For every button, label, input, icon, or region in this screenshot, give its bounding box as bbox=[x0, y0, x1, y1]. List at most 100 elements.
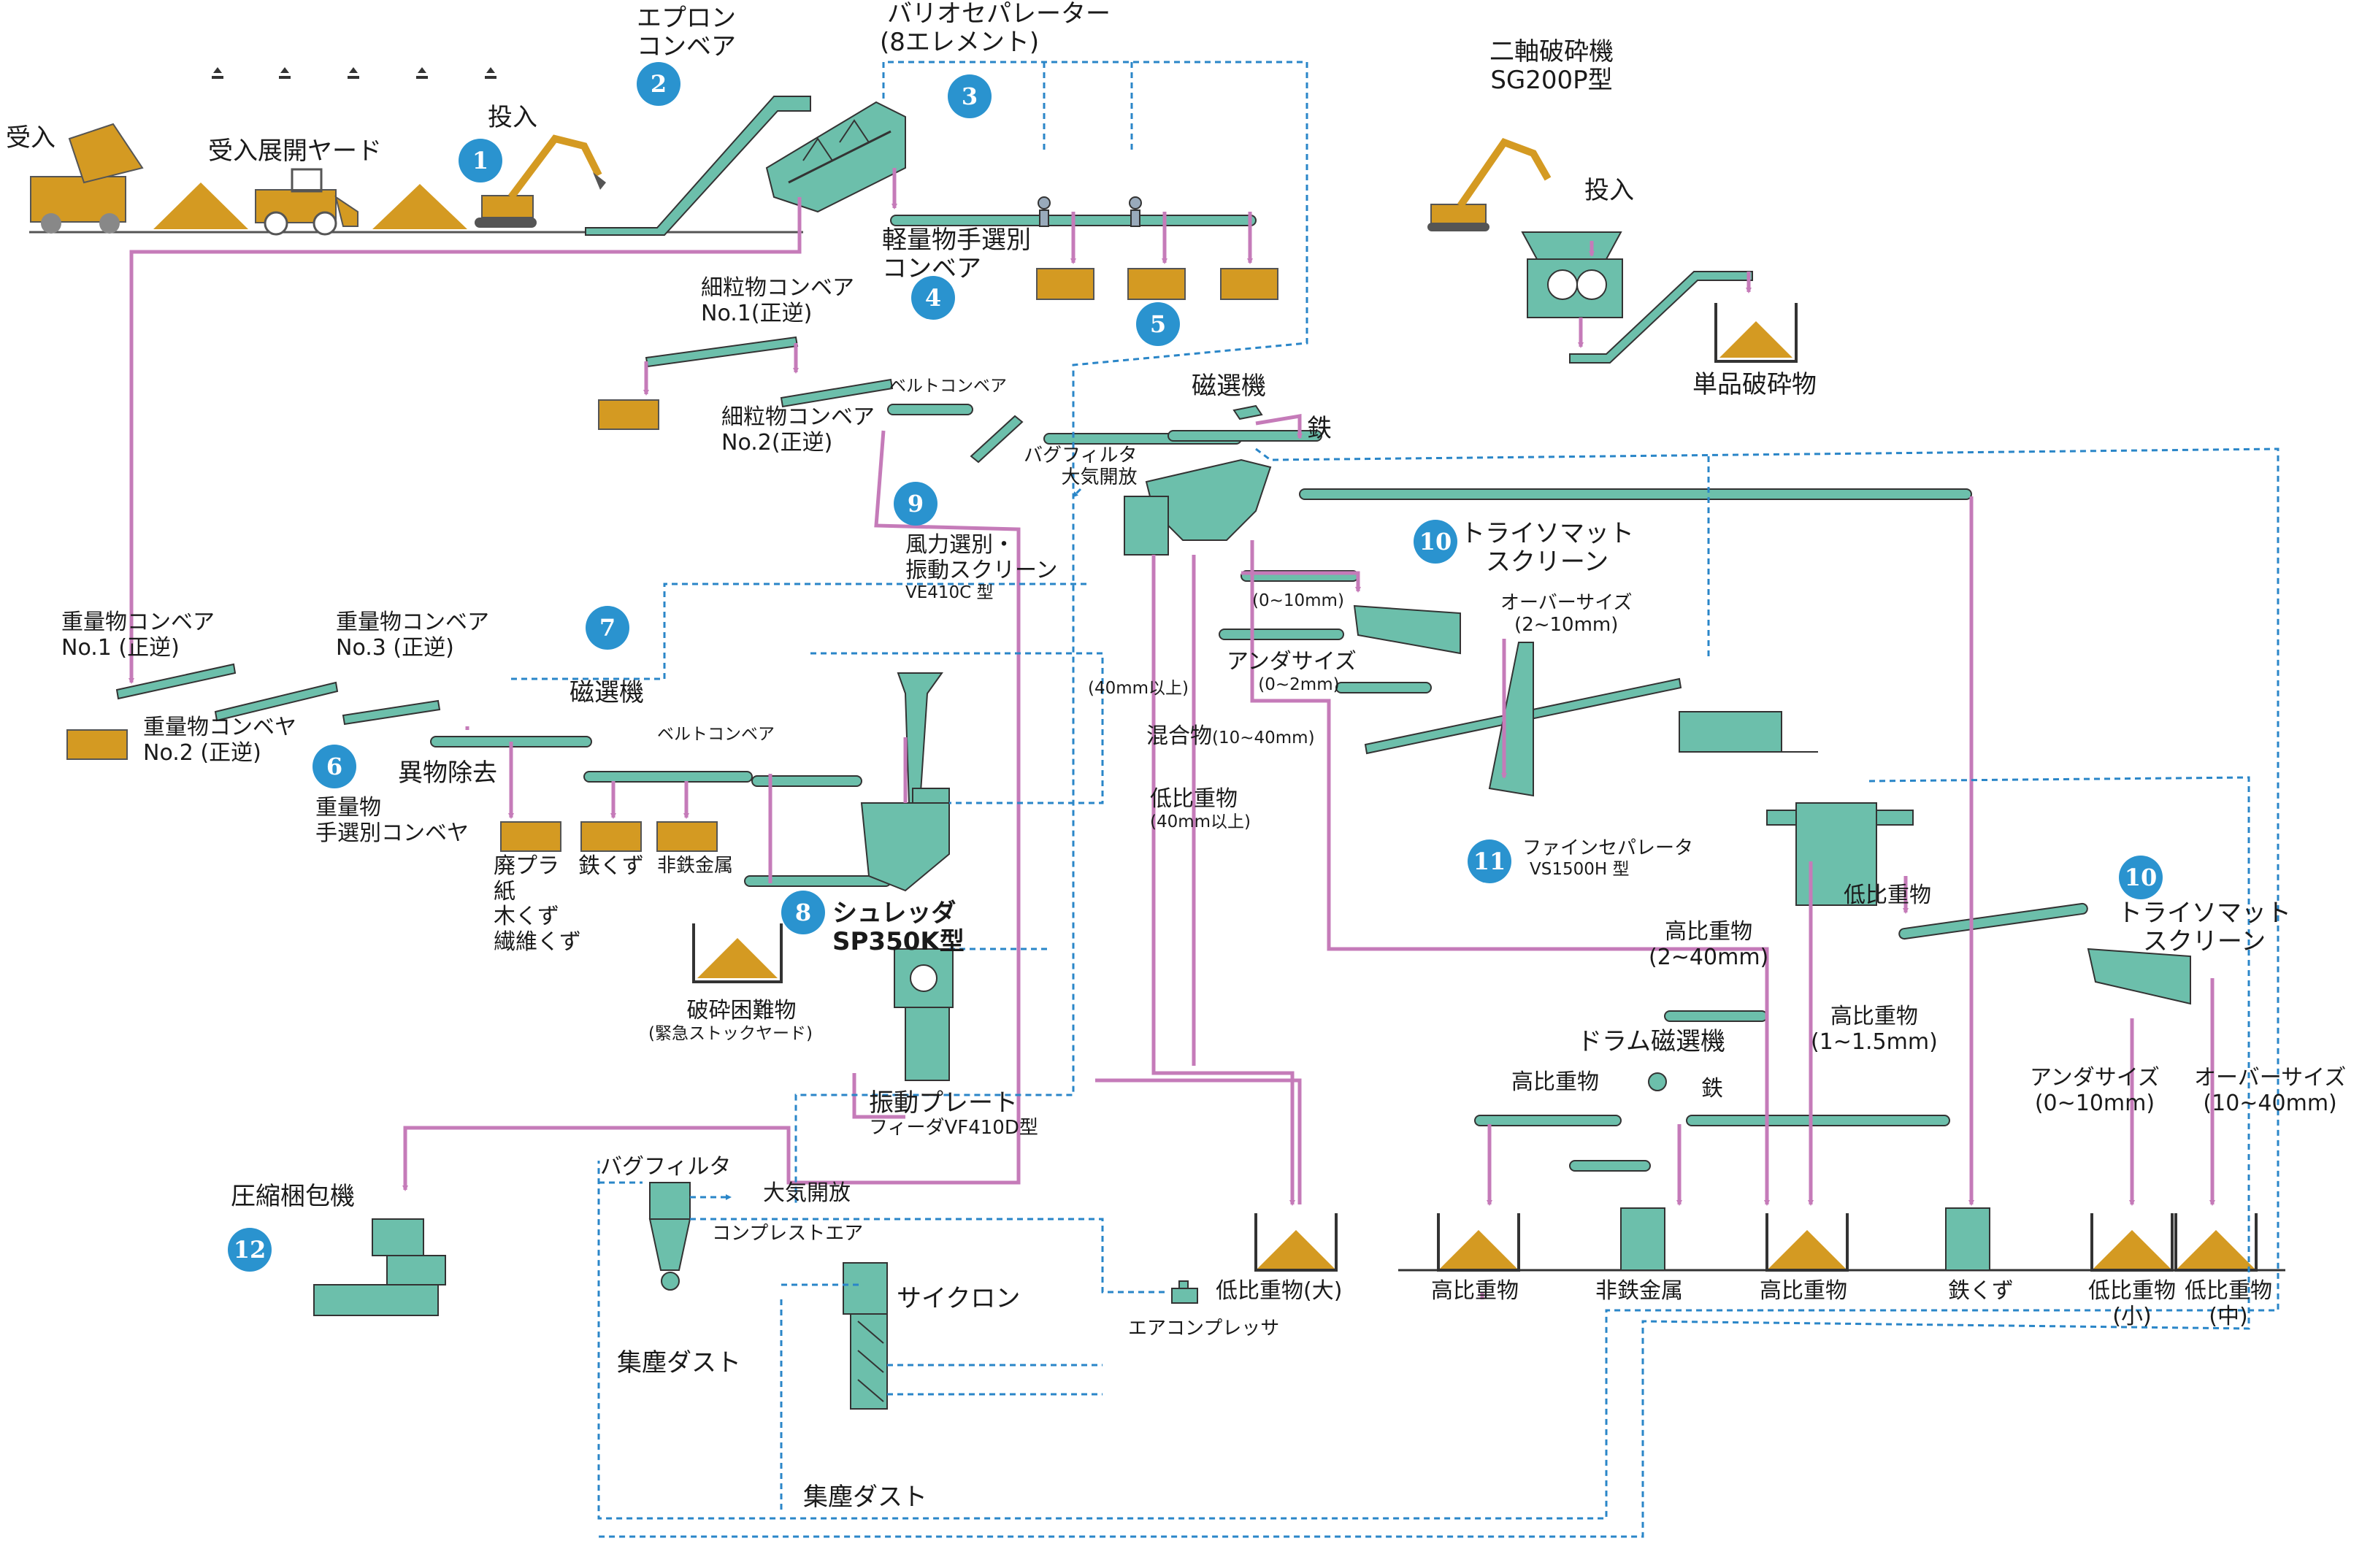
step-badge-10: 10 bbox=[1414, 520, 1457, 564]
biaxial-shredder bbox=[1521, 231, 1753, 364]
bag-filter bbox=[648, 1182, 691, 1291]
label-vario: バリオセパレーター(8エレメント) bbox=[880, 0, 1111, 58]
label-high-density-3: 高比重物 bbox=[1511, 1069, 1599, 1095]
label-air-compressor: エアコンプレッサ bbox=[1128, 1318, 1280, 1340]
step-badge-9: 9 bbox=[894, 482, 937, 526]
label-baler: 圧縮梱包機 bbox=[231, 1182, 355, 1211]
label-output-low-medium: 低比重物(中) bbox=[2185, 1278, 2272, 1329]
label-trommel-2: トライソマットスクリーン bbox=[2117, 899, 2291, 957]
label-heavy-sorting: 重量物手選別コンベヤ bbox=[315, 795, 469, 846]
label-output-scrap-iron: 鉄くず bbox=[1948, 1278, 2014, 1304]
wind-vibrating-screen bbox=[1124, 404, 1322, 556]
dump-truck-icon bbox=[30, 123, 144, 234]
drum-magnetic-separator bbox=[1474, 1010, 1950, 1172]
label-dust-2: 集塵ダスト bbox=[803, 1483, 927, 1512]
label-bag-filter-1: バグフィルタ大気開放 bbox=[1024, 445, 1138, 488]
long-conveyor bbox=[1299, 488, 1972, 500]
label-dust-1: 集塵ダスト bbox=[617, 1348, 741, 1377]
cyclone bbox=[843, 1262, 888, 1410]
worker-icon bbox=[1038, 196, 1142, 227]
label-waste-plastic: 廃プラ紙木くず繊維くず bbox=[494, 853, 581, 955]
vario-separator bbox=[765, 101, 906, 213]
step-badge-1: 1 bbox=[459, 139, 502, 182]
step-badge-11: 11 bbox=[1468, 839, 1511, 883]
label-high-density-1: 高比重物(2~40mm) bbox=[1649, 919, 1769, 970]
label-vibrating-plate: 振動プレートフィーダVF410D型 bbox=[869, 1088, 1038, 1140]
label-ukeire: 受入 bbox=[6, 123, 55, 153]
collection-bins bbox=[66, 268, 1278, 852]
label-low-density-2: 低比重物 bbox=[1844, 883, 1931, 908]
label-oversize-1: オーバーサイズ(2~10mm) bbox=[1500, 592, 1633, 636]
excavator-icon bbox=[475, 134, 606, 228]
fine-separator bbox=[1679, 711, 1914, 906]
label-bag-filter-2: バグフィルタ bbox=[600, 1154, 732, 1180]
label-compressed-air: コンプレストエア bbox=[712, 1223, 864, 1245]
step-badge-7: 7 bbox=[586, 606, 629, 650]
heavy-conveyors bbox=[115, 663, 891, 887]
crushed-product-pile bbox=[1714, 303, 1798, 363]
label-oversize-2: オーバーサイズ(10~40mm) bbox=[2194, 1065, 2347, 1116]
label-single-product: 単品破砕物 bbox=[1692, 370, 1817, 399]
label-mixture: 混合物(10~40mm) bbox=[1146, 723, 1315, 749]
step-badge-4: 4 bbox=[911, 276, 955, 320]
label-tounyu: 投入 bbox=[488, 103, 537, 132]
excavator-icon bbox=[1427, 137, 1552, 231]
shredder bbox=[860, 672, 954, 1081]
label-0-10mm: (0~10mm) bbox=[1252, 591, 1344, 610]
low-density-conveyor bbox=[1898, 902, 2088, 940]
compression-baler bbox=[313, 1218, 446, 1316]
material-flow-lines bbox=[129, 168, 2215, 1299]
label-high-density-2: 高比重物(1~1.5mm) bbox=[1811, 1004, 1938, 1055]
label-output-low-large: 低比重物(大) bbox=[1216, 1278, 1343, 1304]
air-flow-lines bbox=[511, 61, 2279, 1538]
hard-to-crush-pile bbox=[692, 923, 783, 983]
label-atmosphere-2: 大気開放 bbox=[763, 1180, 851, 1206]
air-compressor bbox=[1171, 1280, 1198, 1304]
label-light-sorting: 軽量物手選別コンベア bbox=[882, 226, 1031, 284]
label-yard: 受入展開ヤード bbox=[208, 137, 382, 166]
waste-pile bbox=[153, 182, 248, 229]
label-output-high-1: 高比重物 bbox=[1431, 1278, 1519, 1304]
label-output-low-small: 低比重物(小) bbox=[2088, 1278, 2176, 1329]
label-output-nonferrous: 非鉄金属 bbox=[1595, 1278, 1683, 1304]
label-over40: (40mm以上) bbox=[1088, 679, 1189, 698]
step-badge-2: 2 bbox=[637, 62, 680, 106]
step-badge-5: 5 bbox=[1136, 302, 1180, 346]
waste-pile bbox=[372, 184, 467, 229]
label-magnetic-1: 磁選機 bbox=[1192, 372, 1266, 401]
label-tounyu2: 投入 bbox=[1584, 176, 1634, 205]
label-foreign-removal: 異物除去 bbox=[398, 758, 497, 788]
label-undersize-2: アンダサイズ(0~10mm) bbox=[2030, 1065, 2160, 1116]
label-cyclone: サイクロン bbox=[897, 1284, 1021, 1313]
step-badge-6: 6 bbox=[312, 745, 356, 788]
label-low-density-1: 低比重物(40mm以上) bbox=[1150, 786, 1251, 831]
label-hard-to-crush: 破砕困難物(緊急ストックヤード) bbox=[648, 998, 813, 1043]
apron-conveyor bbox=[585, 96, 811, 236]
label-apron: エプロンコンベア bbox=[637, 4, 736, 62]
label-drum-magnetic: ドラム磁選機 bbox=[1577, 1027, 1725, 1056]
label-nonferrous-1: 非鉄金属 bbox=[657, 855, 734, 877]
output-bins bbox=[1254, 1207, 2258, 1272]
label-iron-2: 鉄 bbox=[1701, 1076, 1723, 1102]
trommel-screen bbox=[2087, 948, 2191, 1005]
label-belt-conveyor-2: ベルトコンベア bbox=[657, 725, 775, 744]
step-badge-3: 3 bbox=[948, 74, 992, 118]
step-badge-10b: 10 bbox=[2119, 856, 2163, 899]
label-belt-conveyor-1: ベルトコンベア bbox=[889, 377, 1007, 396]
ceiling-lamps bbox=[212, 67, 496, 79]
label-magnetic-2: 磁選機 bbox=[570, 678, 644, 707]
step-badge-12: 12 bbox=[228, 1228, 272, 1272]
step-badge-8: 8 bbox=[781, 891, 825, 934]
label-output-high-2: 高比重物 bbox=[1760, 1278, 1847, 1304]
label-iron-1: 鉄 bbox=[1307, 414, 1332, 443]
label-trommel-1: トライソマットスクリーン bbox=[1460, 519, 1634, 577]
